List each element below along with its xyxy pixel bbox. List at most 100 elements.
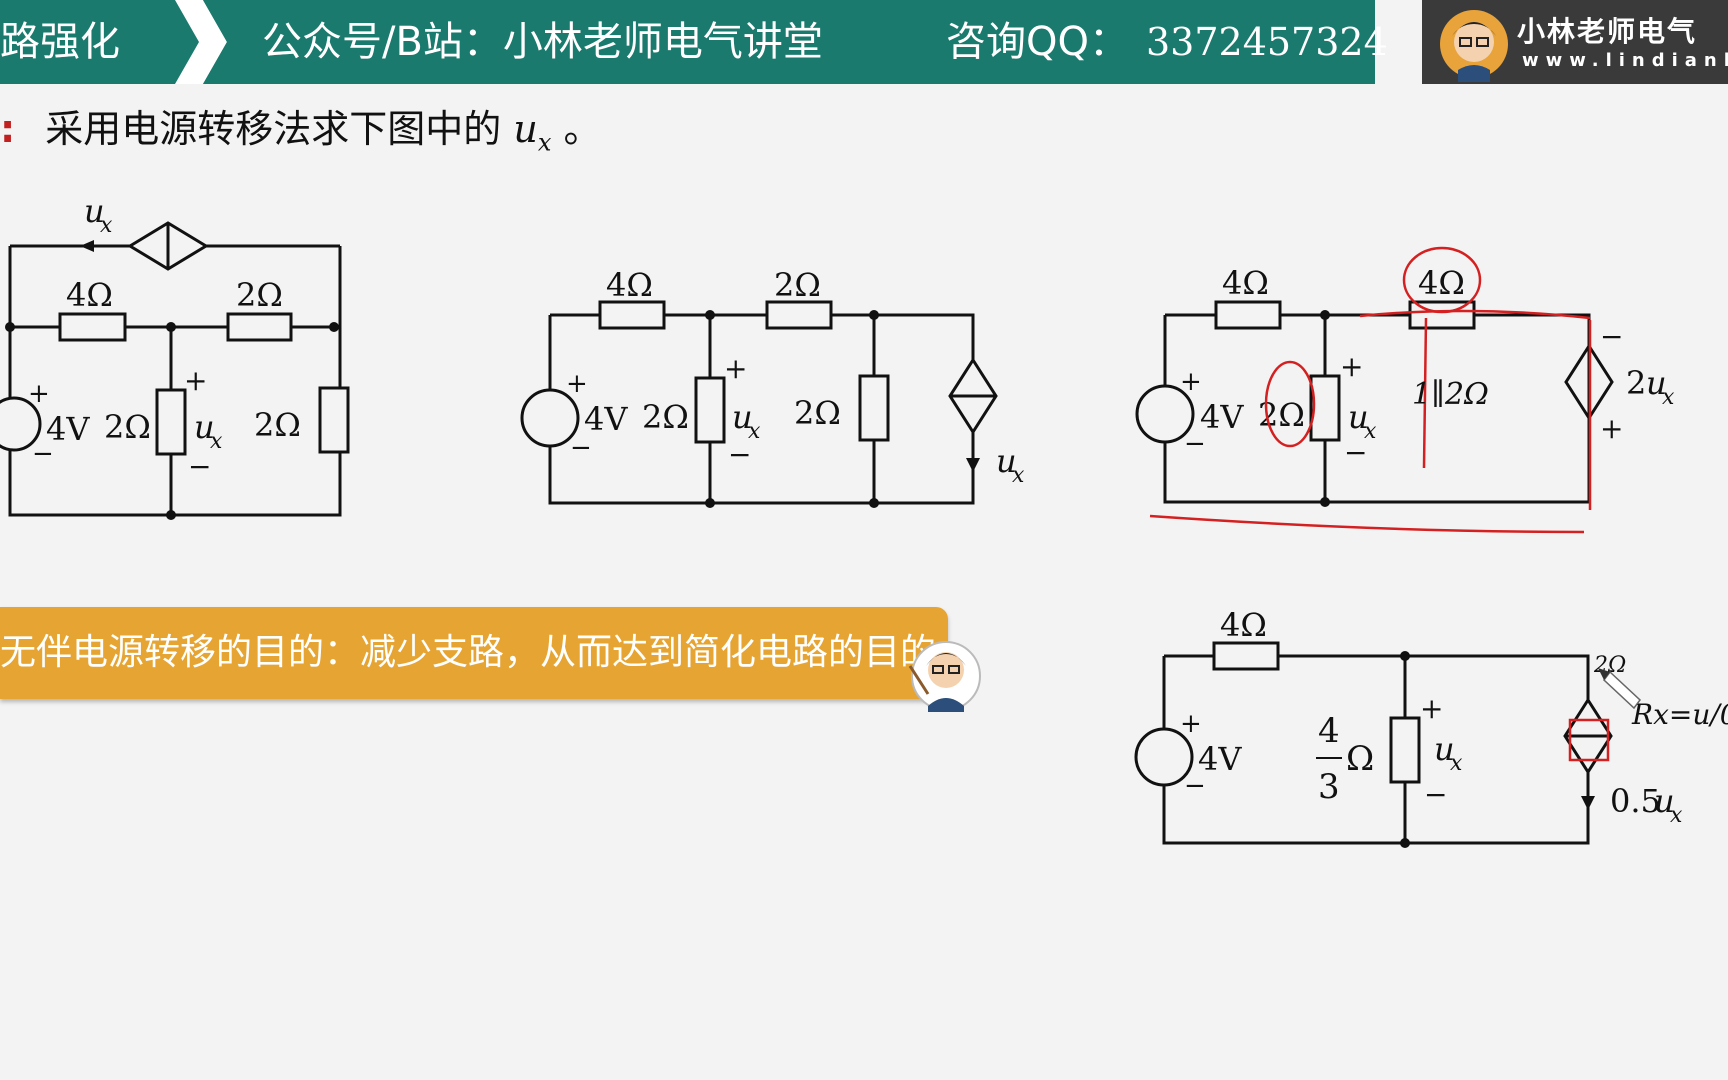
label-minus: − [1344,436,1367,469]
label-minus: − [728,438,751,471]
resistor-2ohm-right [318,386,350,454]
label-src-minus: − [1184,771,1206,801]
header-banner [205,0,1375,84]
header-left-block [0,0,205,84]
handwriting-note-3: Rx=u/0.5 [1631,698,1728,731]
handwriting-note-1: 1∥2Ω [1412,377,1489,412]
resistor-2ohm-top [226,312,293,342]
problem-text: 采用电源转移法求下图中的 [45,107,502,151]
handwritten-annotations [1149,246,1610,762]
label-ux-sub: x [1364,419,1377,444]
resistor-4-3ohm [1389,716,1421,784]
label-r-top-right: 4Ω [1418,264,1465,302]
voltage-source [520,388,580,448]
resistor-4ohm [58,312,127,342]
label-dep-var: u [1654,782,1675,820]
circuit-2 [520,300,998,505]
label-plus: + [184,364,207,397]
label-r-mid: 2Ω [642,398,689,436]
label-minus: − [188,450,211,483]
label-source: 4V [1200,398,1244,436]
label-dep-var: u [996,442,1017,480]
label-source: 4V [46,410,90,448]
voltage-source [1135,384,1195,444]
label-minus: − [1424,778,1447,811]
label-r-mid: 2Ω [104,408,151,446]
resistor-2ohm-mid [694,376,726,444]
header-qq-number: 3372457324 [1146,20,1388,64]
problem-end: 。 [563,107,602,151]
label-ux-var: u [194,408,215,446]
label-src-minus: − [570,433,592,463]
label-ux-var: u [732,398,753,436]
label-frac-unit: Ω [1346,739,1374,779]
label-plus: + [724,352,747,385]
label-source: 4V [1198,740,1242,778]
arrow-down-icon [966,458,980,472]
label-dep-sub: x [1012,463,1025,488]
label-ux-var: u [1434,730,1455,768]
label-source: 4V [584,400,628,438]
resistor-2ohm-top [765,300,833,330]
label-ux-sub: x [748,419,761,444]
logo-title: 小林老师电气 [1517,15,1698,48]
label-dep-var: u [1646,364,1667,402]
label-plus: + [1340,350,1363,383]
resistor-4ohm [598,300,666,330]
label-dep-minus: − [1600,320,1623,353]
voltage-source [1134,727,1194,787]
arrow-left-icon [80,240,94,252]
header-channel: 公众号/B站：小林老师电气讲堂 [262,19,823,65]
label-dep-coef: 2 [1626,364,1646,402]
logo-url: www.lindianlu [1522,50,1728,71]
pen-cursor-icon [1598,668,1642,710]
problem-colon: : [0,107,16,151]
label-plus: + [1420,692,1443,725]
label-src-minus: − [1184,429,1206,459]
chevron-divider-icon [175,0,245,84]
label-dep-var: u [84,192,105,230]
resistor-4ohm [1212,641,1280,671]
label-src-plus: + [1180,709,1202,739]
teacher-mascot-icon [908,641,981,712]
resistor-2ohm-mid [155,388,187,456]
problem-statement: : 采用电源转移法求下图中的 ux 。 [0,98,602,157]
resistor-2ohm-right [858,374,890,442]
label-dep-sub: x [1670,803,1683,828]
label-r-top-right: 2Ω [774,266,821,304]
label-src-plus: + [1180,367,1202,397]
label-ux-var: u [1348,398,1369,436]
label-r-top-left: 4Ω [606,266,653,304]
label-src-minus: − [32,439,54,469]
label-frac-den: 3 [1318,767,1340,807]
channel-logo: 小林老师电气 www.lindianlu [1422,0,1728,84]
label-src-plus: + [28,379,50,409]
header-qq-label: 咨询QQ： [946,19,1129,65]
label-r-top-left: 4Ω [1222,264,1269,302]
label-ux-sub: x [1450,751,1463,776]
label-r-right: 2Ω [254,406,301,444]
header-left-title: 路强化 [0,19,120,65]
teacher-avatar-icon [1440,10,1508,82]
label-frac-num: 4 [1318,711,1340,751]
label-ux-sub: x [210,429,223,454]
circuit-1 [0,221,350,517]
problem-var: u [513,107,538,151]
arrow-down-icon [1581,796,1595,810]
label-src-plus: + [566,369,588,399]
resistor-4ohm-left [1214,300,1282,330]
label-r-top: 4Ω [1220,606,1267,644]
label-r-right: 2Ω [794,394,841,432]
problem-sub: x [537,128,552,157]
resistor-2ohm [1309,374,1341,442]
label-dep-plus: + [1600,412,1623,445]
label-dep-sub: x [100,213,113,238]
label-dep-sub: x [1662,385,1675,410]
note-banner: 无伴电源转移的目的：减少支路，从而达到简化电路的目的 [0,607,948,699]
label-dep-coef: 0.5 [1610,782,1661,820]
label-r-top-right: 2Ω [236,276,283,314]
voltage-source [0,396,42,452]
label-r-top-left: 4Ω [66,276,113,314]
note-text: 无伴电源转移的目的：减少支路，从而达到简化电路的目的 [0,632,937,673]
